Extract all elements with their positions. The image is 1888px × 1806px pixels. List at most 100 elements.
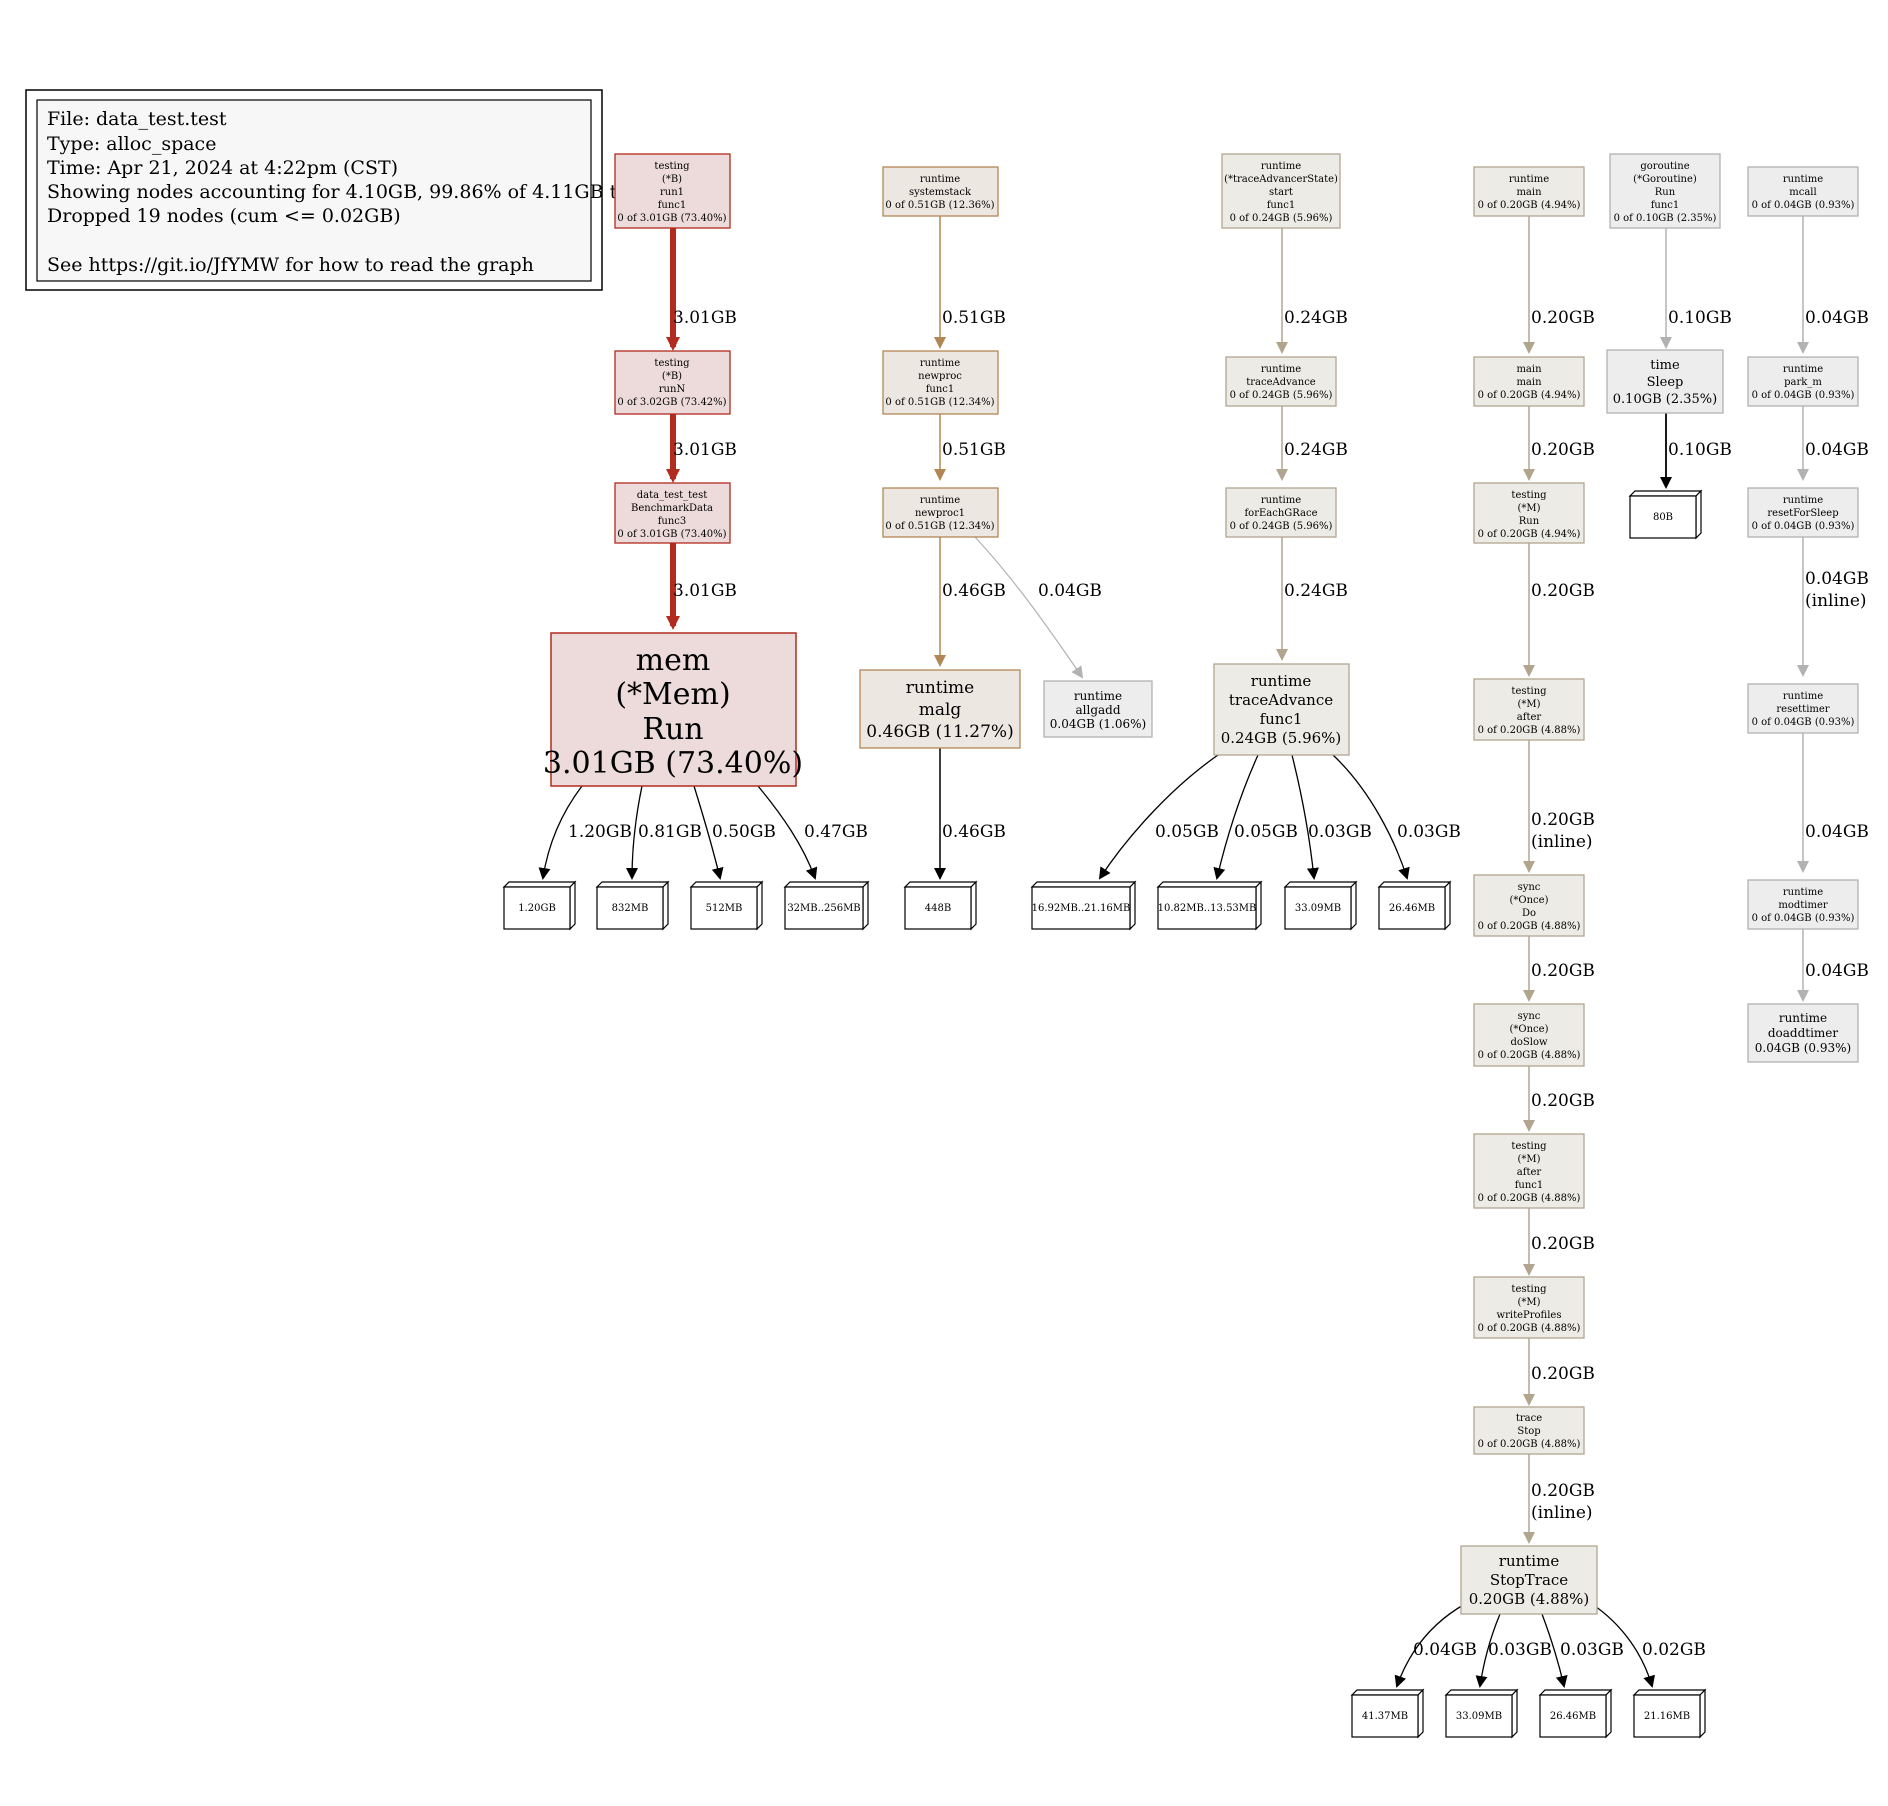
node-runtime-allgadd[interactable]: runtime allgadd 0.04GB (1.06%) [1043,680,1153,738]
edge-label: 0.05GB [1155,822,1219,842]
node-runtime-doaddtimer[interactable]: runtime doaddtimer 0.04GB (0.93%) [1747,1003,1859,1063]
node-runtime-foreachgrace[interactable]: runtime forEachGRace 0 of 0.24GB (5.96%) [1225,487,1337,538]
node-testing-m-after-func1[interactable]: testing (*M) after func1 0 of 0.20GB (4.… [1473,1133,1585,1209]
node-label: runtime [1783,691,1823,702]
node-runtime-traceadvance[interactable]: runtime traceAdvance 0 of 0.24GB (5.96%) [1225,356,1337,407]
edge [538,785,583,880]
edge [974,536,1084,679]
node-runtime-stoptrace[interactable]: runtime StopTrace 0.20GB (4.88%) [1460,1545,1598,1615]
node-runtime-newproc1[interactable]: runtime newproc1 0 of 0.51GB (12.34%) [882,487,999,538]
edge [1098,754,1219,880]
leaf-box[interactable]: 448B [903,880,978,931]
edge-label: 3.01GB [673,440,737,460]
leaf-box[interactable]: 512MB [689,880,764,931]
node-mem-run[interactable]: mem (*Mem) Run 3.01GB (73.40%) [543,632,803,787]
node-runtime-park-m[interactable]: runtime park_m 0 of 0.04GB (0.93%) [1747,356,1859,407]
node-label: testing [1511,686,1547,697]
node-testing-m-writeprofiles[interactable]: testing (*M) writeProfiles 0 of 0.20GB (… [1473,1276,1585,1339]
node-label: runtime [920,174,960,185]
edge-label: 0.20GB [1531,1234,1595,1254]
node-time-sleep[interactable]: time Sleep 0.10GB (2.35%) [1606,349,1724,414]
node-label: (*Once) [1510,1024,1549,1035]
edge-label: 0.04GB [1805,569,1869,589]
node-label: 0 of 0.20GB (4.88%) [1478,1439,1581,1450]
edge-label: 0.20GB [1531,1364,1595,1384]
leaf-box[interactable]: 26.46MB [1538,1688,1613,1739]
node-goroutine-run-func1[interactable]: goroutine (*Goroutine) Run func1 0 of 0.… [1609,153,1721,229]
node-label: 0 of 0.51GB (12.34%) [885,521,994,532]
node-label: 0 of 0.04GB (0.93%) [1752,717,1855,728]
leaf-box[interactable]: 26.46MB [1377,880,1452,931]
edge-label: 0.46GB [942,822,1006,842]
node-label: Sleep [1647,375,1684,390]
edge-label: 3.01GB [673,308,737,328]
leaf-box[interactable]: 41.37MB [1350,1688,1425,1739]
node-testing-b-run1[interactable]: testing (*B) run1 func1 0 of 3.01GB (73.… [614,153,731,229]
node-runtime-resetforsleep[interactable]: runtime resetForSleep 0 of 0.04GB (0.93%… [1747,487,1859,538]
leaf-box[interactable]: 33.09MB [1444,1688,1519,1739]
edge-label: 0.81GB [638,822,702,842]
node-label: start [1269,187,1293,198]
node-label: runtime [920,495,960,506]
leaf-box[interactable]: 1.20GB [502,880,577,931]
node-data-test-benchmark[interactable]: data_test_test BenchmarkData func3 0 of … [614,482,731,544]
node-label: 3.01GB (73.40%) [543,746,803,781]
node-sync-once-doslow[interactable]: sync (*Once) doSlow 0 of 0.20GB (4.88%) [1473,1003,1585,1067]
node-label: 0 of 0.20GB (4.88%) [1478,1323,1581,1334]
node-trace-stop[interactable]: trace Stop 0 of 0.20GB (4.88%) [1473,1406,1585,1455]
node-label: runtime [1783,174,1823,185]
legend-line: Time: Apr 21, 2024 at 4:22pm (CST) [47,157,398,179]
node-runtime-main[interactable]: runtime main 0 of 0.20GB (4.94%) [1473,166,1585,217]
node-label: 0 of 0.04GB (0.93%) [1752,390,1855,401]
node-label: func1 [1515,1180,1544,1191]
node-label: (*Goroutine) [1633,174,1697,185]
node-testing-b-runN[interactable]: testing (*B) runN 0 of 3.02GB (73.42%) [614,350,731,415]
node-main-main[interactable]: main main 0 of 0.20GB (4.94%) [1473,356,1585,407]
node-label: Run [1519,516,1540,527]
node-label: runtime [1074,689,1122,703]
edge-label: 0.20GB [1531,440,1595,460]
node-runtime-modtimer[interactable]: runtime modtimer 0 of 0.04GB (0.93%) [1747,879,1859,930]
node-runtime-resettimer[interactable]: runtime resettimer 0 of 0.04GB (0.93%) [1747,683,1859,734]
node-label: runtime [1499,1552,1560,1570]
node-runtime-trace-advancer-state[interactable]: runtime (*traceAdvancerState) start func… [1221,153,1341,229]
leaf-box-label: 80B [1653,512,1673,523]
node-label: runtime [1261,364,1301,375]
node-label: (*B) [662,371,682,382]
leaf-box[interactable]: 32MB..256MB [783,880,870,931]
edge-label: 0.04GB [1805,961,1869,981]
leaf-box[interactable]: 16.92MB..21.16MB [1030,880,1137,931]
leaf-box-label: 512MB [706,903,743,914]
edge-label: 0.03GB [1560,1640,1624,1660]
node-runtime-systemstack[interactable]: runtime systemstack 0 of 0.51GB (12.36%) [882,166,999,217]
edge [1332,754,1410,880]
edge [1475,1613,1501,1688]
node-sync-once-do[interactable]: sync (*Once) Do 0 of 0.20GB (4.88%) [1473,874,1585,937]
node-label: doaddtimer [1768,1026,1839,1040]
edge-label: 0.50GB [712,822,776,842]
edge-label: 0.20GB [1531,1091,1595,1111]
edge-label: 0.20GB [1531,810,1595,830]
node-runtime-malg[interactable]: runtime malg 0.46GB (11.27%) [859,669,1021,749]
node-runtime-mcall[interactable]: runtime mcall 0 of 0.04GB (0.93%) [1747,166,1859,217]
node-testing-m-after[interactable]: testing (*M) after 0 of 0.20GB (4.88%) [1473,678,1585,741]
node-label: 0 of 0.51GB (12.34%) [885,397,994,408]
node-label: 0.04GB (0.93%) [1755,1041,1851,1055]
edge-label: 0.20GB [1531,308,1595,328]
node-label: newproc [918,371,962,382]
leaf-box[interactable]: 33.09MB [1283,880,1358,931]
leaf-box[interactable]: 10.82MB..13.53MB [1156,880,1263,931]
node-label: goroutine [1640,161,1689,172]
node-runtime-traceadvance-func1[interactable]: runtime traceAdvance func1 0.24GB (5.96%… [1213,663,1350,756]
node-label: doSlow [1510,1037,1547,1048]
edge-label: 0.04GB [1038,581,1102,601]
leaf-box-label: 26.46MB [1389,903,1435,914]
node-label: func1 [1651,200,1680,211]
leaf-box[interactable]: 21.16MB [1632,1688,1707,1739]
node-testing-m-run[interactable]: testing (*M) Run 0 of 0.20GB (4.94%) [1473,482,1585,544]
leaf-box[interactable]: 80B [1628,489,1703,540]
leaf-box[interactable]: 832MB [595,880,670,931]
node-label: writeProfiles [1497,1310,1562,1321]
node-runtime-newproc-func1[interactable]: runtime newproc func1 0 of 0.51GB (12.34… [882,350,999,415]
leaf-box-label: 33.09MB [1456,1711,1502,1722]
